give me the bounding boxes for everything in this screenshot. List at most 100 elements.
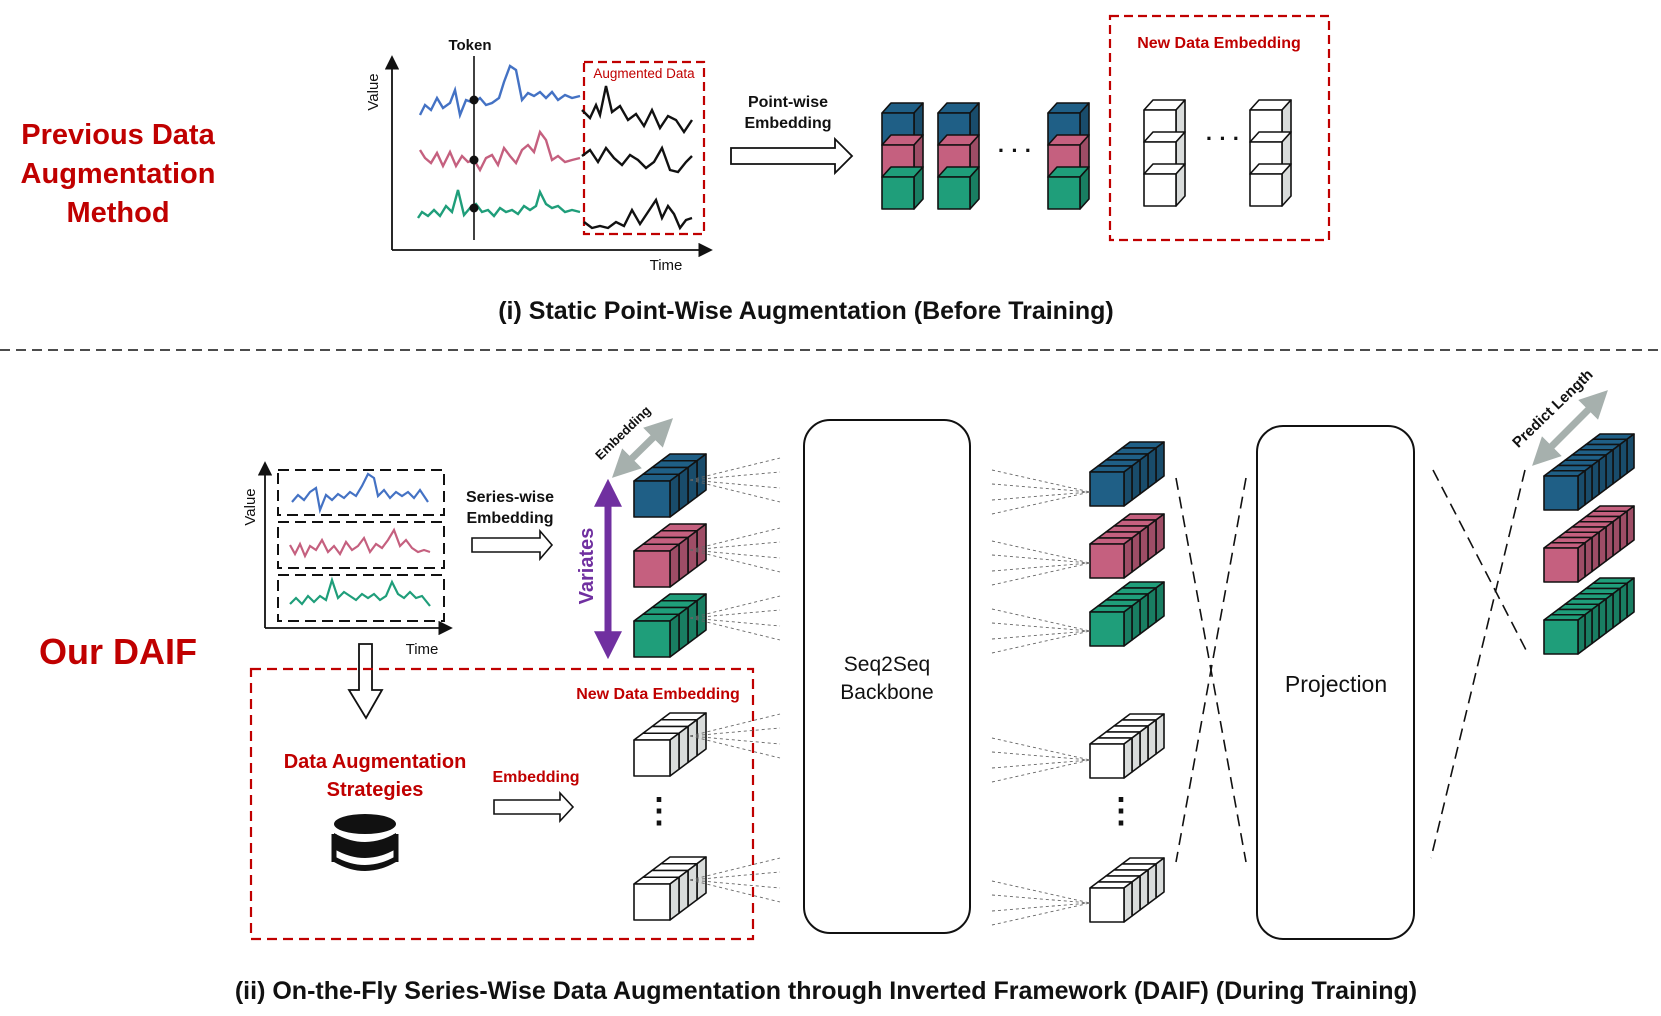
output-token-pink-slice-2-side <box>1131 531 1141 573</box>
down-arrow-to-strategies <box>347 643 384 720</box>
aug-series-2 <box>581 145 693 174</box>
output-fan-5-line-4 <box>991 902 1091 926</box>
pred-token-blue-slice-1-side <box>1577 469 1586 511</box>
predict-length-arrow <box>1532 390 1608 466</box>
pred-token-blue-slice-8-side <box>1626 433 1635 475</box>
output-token-new-1-slice-3-side <box>1139 725 1149 767</box>
output-token-blue <box>1089 441 1165 507</box>
pred-token-pink-slice-4-side <box>1598 526 1607 568</box>
bottom-plot: Value Time <box>242 461 453 658</box>
output-fan-5-line-3 <box>991 902 1091 912</box>
predict-length-label: Predict Length <box>1509 366 1596 451</box>
input-token-new-2-slice-2-side <box>678 869 689 915</box>
embedding-dim-arrow <box>611 418 674 478</box>
series-box-3 <box>277 574 445 622</box>
input-token-new-1-slice-2-side <box>678 725 689 771</box>
output-token-blue-slice-1-side <box>1123 465 1133 507</box>
token-dot-green <box>469 203 479 213</box>
input-token-blue-slice-4-side <box>696 453 707 498</box>
input-token-green-front <box>633 620 671 658</box>
aug-series-1 <box>581 85 693 135</box>
pred-token-green-slice-8-side <box>1626 577 1635 619</box>
augmented-data-label: Augmented Data <box>593 66 695 81</box>
long-cube-tokens <box>633 433 1635 923</box>
variates-label: Variates <box>576 528 598 605</box>
top-series-green <box>417 188 581 219</box>
top-stack-3-cube-3-front <box>1047 176 1081 210</box>
pred-token-pink-slice-1-side <box>1577 541 1586 583</box>
output-token-green-slice-2-side <box>1131 599 1141 641</box>
input-token-pink-slice-4-side <box>696 523 707 568</box>
input-token-blue-slice-3-side <box>687 459 698 505</box>
pred-token-green-slice-5-side <box>1605 592 1614 634</box>
output-fan-1-line-2 <box>991 483 1091 493</box>
output-token-new-1-slice-1-side <box>1123 737 1133 779</box>
bottom-time-label: Time <box>406 641 439 658</box>
top-plot: Value Time Token Augmented Data <box>365 37 713 274</box>
connection-fan-lines <box>689 457 1091 926</box>
top-ellipsis-colored: · · · <box>998 138 1032 163</box>
output-token-green-slice-1-side <box>1123 605 1133 647</box>
output-token-new-1 <box>1089 713 1165 779</box>
output-token-new-1-slice-4-side <box>1147 719 1157 761</box>
input-token-pink-slice-1-side <box>669 543 680 588</box>
input-token-new-1-slice-3-side <box>687 718 698 764</box>
output-fan-2-line-3 <box>991 562 1091 572</box>
output-token-blue-slice-2-side <box>1131 459 1141 501</box>
pred-token-blue-front <box>1543 475 1579 511</box>
pred-token-pink-slice-7-side <box>1619 510 1628 552</box>
top-caption: (i) Static Point-Wise Augmentation (Befo… <box>498 297 1114 325</box>
pred-token-green-front <box>1543 619 1579 655</box>
top-stack-1-cube-3-front <box>881 176 915 210</box>
input-token-new-1 <box>633 712 707 777</box>
output-token-green-slice-5-side <box>1155 581 1165 623</box>
input-token-green-slice-2-side <box>678 606 689 652</box>
top-white-stack-2 <box>1249 99 1292 207</box>
token-dot-blue <box>469 95 479 105</box>
output-fan-3-line-3 <box>991 630 1091 640</box>
output-fan-5-line-2 <box>991 894 1091 904</box>
input-token-green-slice-1-side <box>669 613 680 658</box>
output-token-new-1-front <box>1089 743 1125 779</box>
bottom-side-title: Our DAIF <box>39 631 197 672</box>
cross-line-right-a <box>1432 469 1527 651</box>
output-token-new-2-slice-2-side <box>1131 875 1141 917</box>
input-token-green-slice-3-side <box>687 599 698 645</box>
top-side-title-line1: Previous Data <box>21 119 215 151</box>
pred-token-pink-slice-8-side <box>1626 505 1635 547</box>
top-stack-3 <box>1047 102 1090 210</box>
pred-token-pink-slice-3-side <box>1591 531 1600 573</box>
top-series-blue <box>418 64 581 120</box>
top-series-pink <box>418 129 581 173</box>
output-token-blue-slice-5-side <box>1155 441 1165 483</box>
output-token-blue-front <box>1089 471 1125 507</box>
bottom-series-blue <box>291 472 429 514</box>
input-token-blue <box>633 453 707 518</box>
input-token-pink-front <box>633 550 671 588</box>
output-token-pink-slice-5-side <box>1155 513 1165 555</box>
embedding-dim-label: Embedding <box>592 403 653 463</box>
cross-line-right-b <box>1430 469 1526 859</box>
pred-token-green-slice-3-side <box>1591 603 1600 645</box>
serieswise-arrow <box>471 528 554 562</box>
pointwise-label-line2: Embedding <box>744 115 831 132</box>
strategies-label-line1: Data Augmentation <box>284 751 467 773</box>
pred-token-green-slice-4-side <box>1598 598 1607 640</box>
output-vertical-dots: ⋮ <box>1104 792 1138 830</box>
database-icon <box>331 814 399 871</box>
pred-token-pink-front <box>1543 547 1579 583</box>
output-token-new-2-slice-5-side <box>1155 857 1165 899</box>
output-token-pink-front <box>1089 543 1125 579</box>
strategies-arrow <box>493 790 575 824</box>
bottom-caption: (ii) On-the-Fly Series-Wise Data Augment… <box>235 977 1417 1005</box>
serieswise-label-line2: Embedding <box>466 510 553 527</box>
pred-token-green-slice-7-side <box>1619 582 1628 624</box>
output-fan-3-line-4 <box>991 630 1091 654</box>
top-time-label: Time <box>650 257 683 274</box>
pred-token-blue-slice-7-side <box>1619 438 1628 480</box>
input-token-new-2 <box>633 856 707 921</box>
pred-token-blue-slice-3-side <box>1591 459 1600 501</box>
top-white-cubes <box>1143 99 1292 207</box>
output-token-new-2-front <box>1089 887 1125 923</box>
top-stack-2-cube-3-front <box>937 176 971 210</box>
